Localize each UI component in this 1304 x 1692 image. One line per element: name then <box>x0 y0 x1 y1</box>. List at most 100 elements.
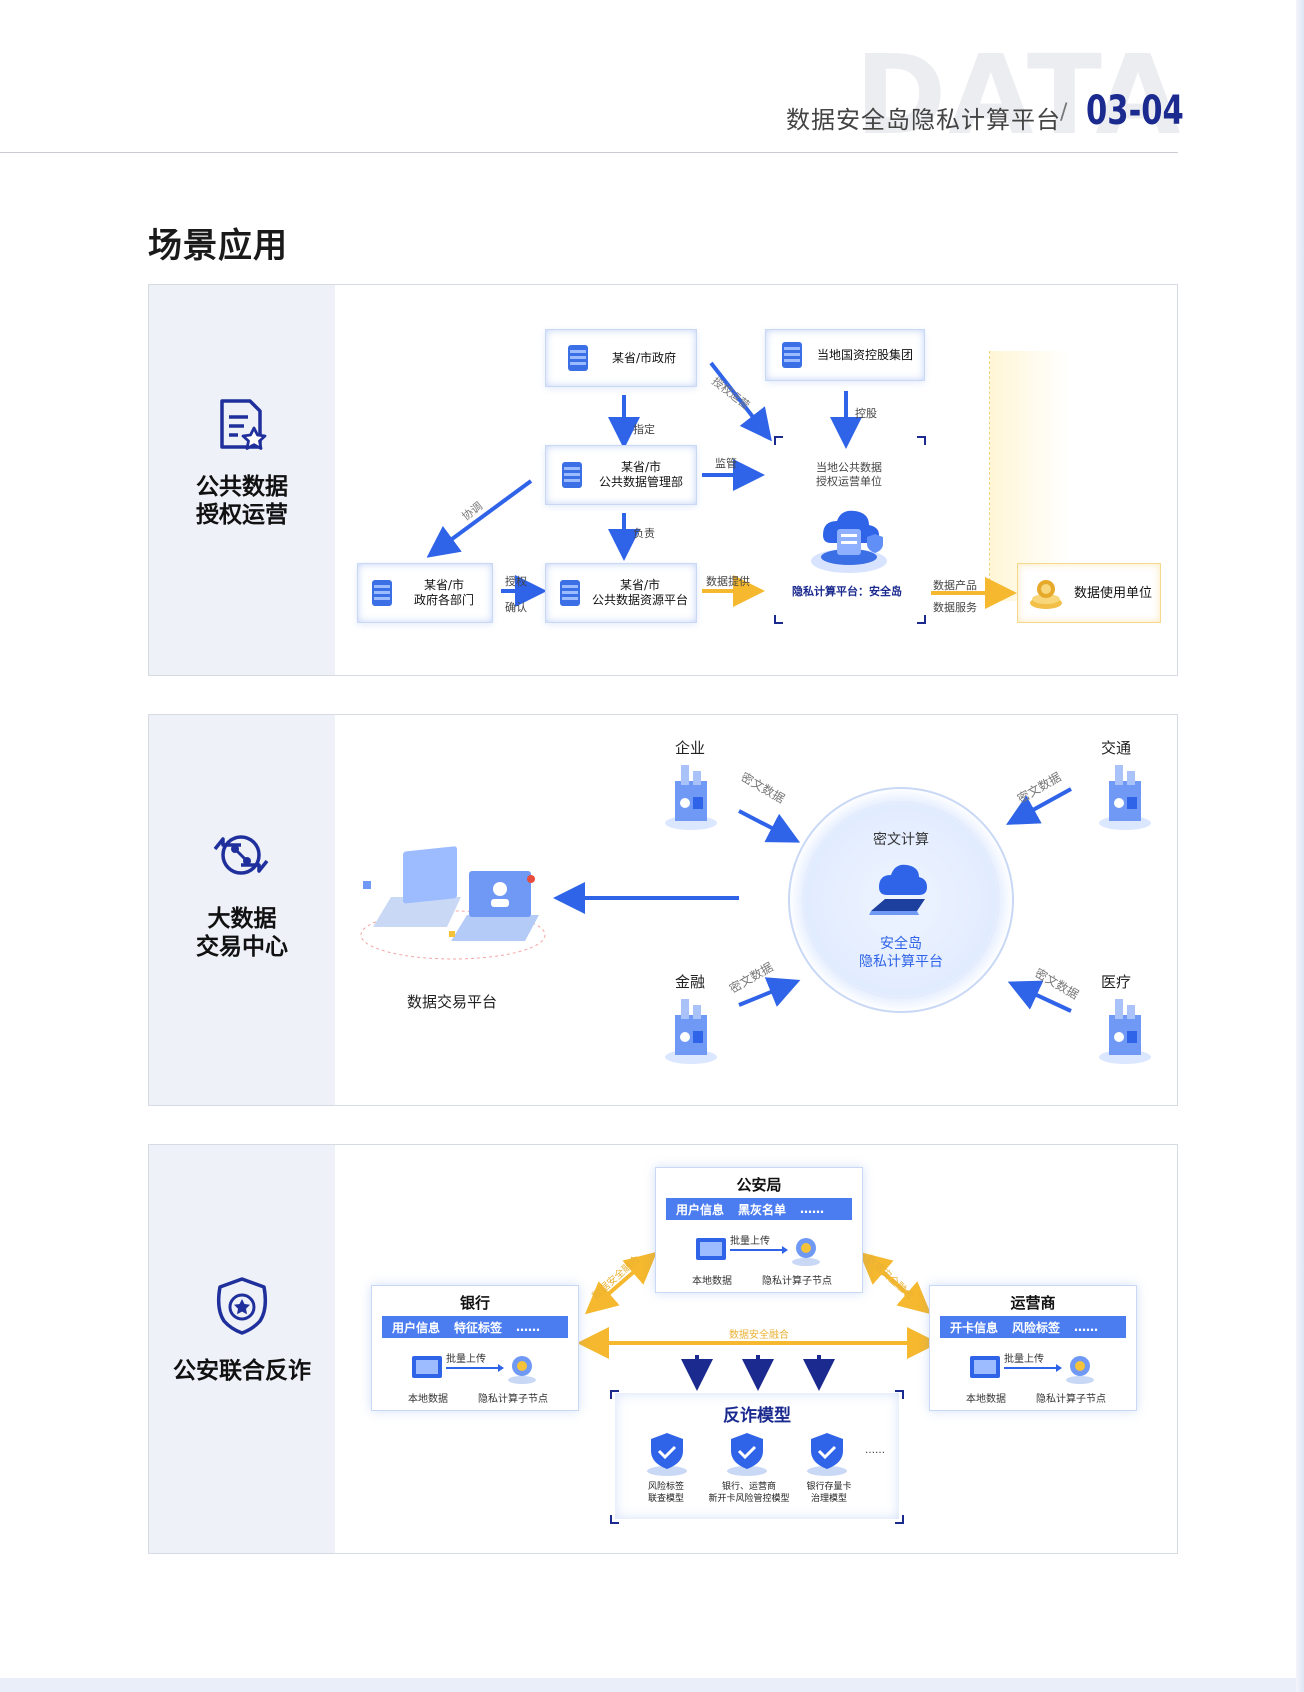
tag: …… <box>1074 1320 1099 1334</box>
edge-data-service: 数据服务 <box>933 601 977 614</box>
upload-label: 批量上传 <box>446 1354 486 1365</box>
header-watermark: DATA <box>855 31 1183 159</box>
tag: 用户信息 <box>392 1320 441 1335</box>
card-police-tags: 用户信息 黑灰名单 …… <box>666 1198 852 1220</box>
upload-label: 批量上传 <box>1004 1354 1044 1365</box>
building-icon <box>1099 999 1151 1064</box>
model-item-line1: 银行存量卡 <box>806 1482 852 1492</box>
node-state-group-label: 当地国资控股集团 <box>816 347 913 362</box>
card-bank-tags: 用户信息 特征标签 …… <box>382 1316 568 1338</box>
exchange-icon <box>213 835 269 875</box>
shield-check-icon <box>807 1433 847 1476</box>
edge-supervise: 监管 <box>715 457 737 470</box>
tag: 特征标签 <box>454 1320 503 1335</box>
operator-line2: 授权运营单位 <box>816 475 882 488</box>
operator-island-label: 隐私计算平台：安全岛 <box>792 585 902 598</box>
edge-authorize: 授权 <box>505 575 527 588</box>
center-line2: 隐私计算平台 <box>859 954 943 970</box>
building-icon <box>1099 765 1151 830</box>
server-icon <box>560 580 580 606</box>
node-government-label: 某省/市政府 <box>611 350 677 365</box>
panel-left-column <box>149 285 335 675</box>
card-carrier-tags: 开卡信息 风险标签 …… <box>940 1316 1126 1338</box>
panel3-label: 公安联合反诈 <box>173 1358 311 1384</box>
page-edge <box>1296 0 1304 1692</box>
tag: 风险标签 <box>1012 1320 1061 1335</box>
node-dept-line2: 政府各部门 <box>413 593 474 607</box>
upload-flow-icon <box>696 1238 820 1266</box>
highlight-band <box>989 351 1070 601</box>
shield-check-icon <box>727 1433 767 1476</box>
node-medical: 医疗 <box>1101 973 1132 991</box>
server-icon <box>372 580 392 606</box>
card-police: 公安局 用户信息 黑灰名单 …… 批量上传 本地数据 隐私计算子节点 <box>655 1167 863 1293</box>
center-line1: 安全岛 <box>880 936 922 952</box>
local-data-label: 本地数据 <box>408 1394 448 1405</box>
cipher-compute-label: 密文计算 <box>873 832 929 848</box>
node-state-group: 当地国资控股集团 <box>765 329 925 381</box>
model-item: 银行、运营商 新开卡风险管控模型 <box>697 1481 801 1505</box>
node-mgmt-line1: 某省/市 <box>620 460 662 474</box>
server-icon <box>782 342 802 368</box>
node-government: 某省/市政府 <box>545 329 697 387</box>
upload-flow-icon <box>412 1356 536 1384</box>
local-data-label: 本地数据 <box>966 1394 1006 1405</box>
shield-check-icon <box>647 1433 687 1476</box>
node-departments: 某省/市政府各部门 <box>357 563 493 623</box>
node-enterprise: 企业 <box>675 739 706 757</box>
upload-label: 批量上传 <box>730 1236 770 1247</box>
node-mgmt-line2: 公共数据管理部 <box>598 475 683 489</box>
document-star-icon <box>220 399 267 450</box>
card-bank: 银行 用户信息 特征标签 …… 批量上传 本地数据 隐私计算子节点 <box>371 1285 579 1411</box>
operator-line1: 当地公共数据 <box>816 461 882 474</box>
edge-responsible: 负责 <box>633 527 655 540</box>
header-title: 数据安全岛隐私计算平台 <box>786 106 1061 134</box>
building-icon <box>665 765 717 830</box>
tag: …… <box>800 1202 825 1216</box>
cloud-laptop-icon <box>869 864 927 915</box>
header-divider <box>0 152 1178 153</box>
panel1-label-line1: 公共数据 <box>196 474 288 500</box>
trading-laptops-icon <box>360 846 546 960</box>
upload-flow-icon <box>970 1356 1094 1384</box>
panel-left-column <box>149 715 335 1105</box>
model-item-line2: 联查模型 <box>647 1494 684 1504</box>
model-item: 风险标签 联查模型 <box>635 1481 697 1505</box>
cloud-island-icon <box>811 510 887 573</box>
node-operator: 当地公共数据 授权运营单位 <box>779 461 919 489</box>
edge-confirm: 确认 <box>505 601 527 614</box>
panel-left-column <box>149 1145 335 1553</box>
panel-public-data: 公共数据 授权运营 某省/市政府 当地国资控股集团 某省/市公共数据管理部 某省… <box>148 284 1178 676</box>
panel1-arrows <box>426 361 1017 624</box>
model-item-line2: 治理模型 <box>810 1494 847 1504</box>
panel3-arrows <box>577 1251 939 1524</box>
node-data-management: 某省/市公共数据管理部 <box>545 445 697 505</box>
node-data-user: 数据使用单位 <box>1017 563 1161 623</box>
panel-anti-fraud: 公安联合反诈 数据安全融合 数据安全融合 数据安全融合 公安局 用户信息 黑灰名… <box>148 1144 1178 1554</box>
panel2-label-line1: 大数据 <box>207 906 277 932</box>
edge-data-product: 数据产品 <box>933 579 977 592</box>
node-platform-line1: 某省/市 <box>619 578 661 592</box>
tag: …… <box>516 1320 541 1334</box>
model-more: …… <box>865 1445 885 1456</box>
section-title: 场景应用 <box>148 226 288 266</box>
header-separator: / <box>1060 100 1068 125</box>
edge-data-provide: 数据提供 <box>706 575 750 588</box>
header-page-number: 03-04 <box>1086 88 1184 134</box>
anti-fraud-model-box: 反诈模型 …… 风险标签 联查模型 银行、运营商 新开卡风险管控模型 银行存量卡… <box>615 1393 899 1519</box>
model-item-line2: 新开卡风险管控模型 <box>708 1494 790 1504</box>
local-data-label: 本地数据 <box>692 1276 732 1287</box>
tag: 开卡信息 <box>950 1320 999 1335</box>
server-icon <box>568 345 588 371</box>
panel2-label-line2: 交易中心 <box>196 934 288 960</box>
node-label: 隐私计算子节点 <box>1036 1394 1106 1405</box>
tag: 用户信息 <box>676 1202 725 1217</box>
coin-stack-icon <box>1030 580 1062 609</box>
card-carrier-title: 运营商 <box>1010 1294 1056 1312</box>
card-carrier: 运营商 开卡信息 风险标签 …… 批量上传 本地数据 隐私计算子节点 <box>929 1285 1137 1411</box>
server-icon <box>562 462 582 488</box>
panel-data-exchange: 大数据 交易中心 企业 交通 金融 医疗 密文数据 密文数据 密文数据 密文数据… <box>148 714 1178 1106</box>
model-item-line1: 风险标签 <box>647 1482 684 1492</box>
building-icon <box>665 999 717 1064</box>
node-platform-line2: 公共数据资源平台 <box>591 593 688 607</box>
